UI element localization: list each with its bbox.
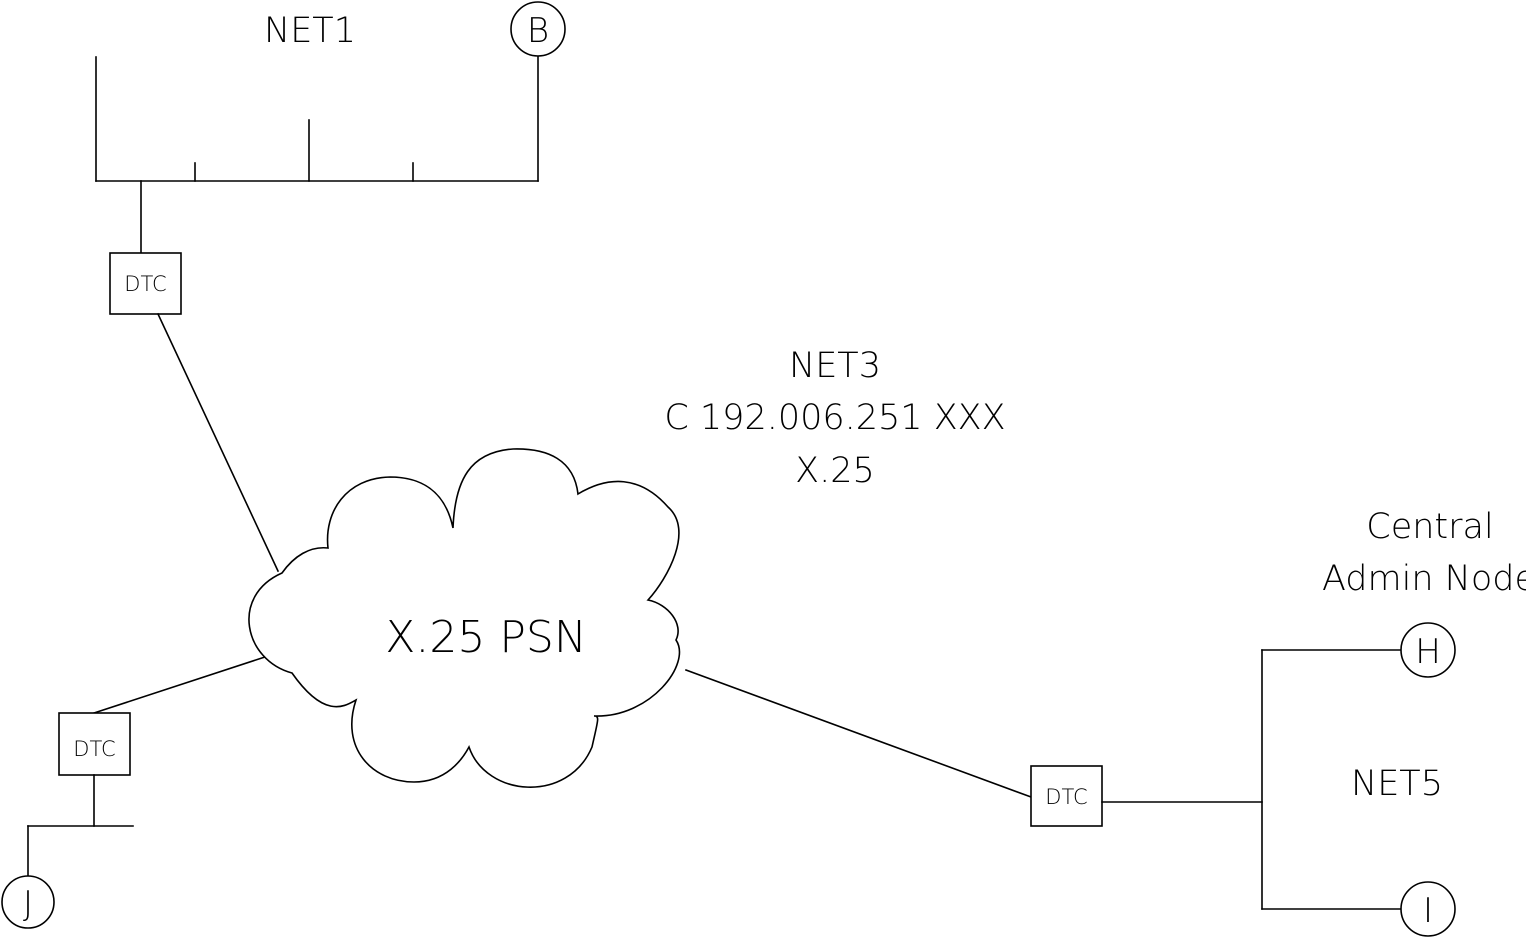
node-i-label: I: [1423, 891, 1433, 931]
dtc-net1: DTC: [109, 252, 182, 315]
net5-bus: [1101, 649, 1402, 910]
node-j-label: J: [23, 884, 33, 924]
central-admin-line2: Admin Node: [1322, 559, 1526, 599]
link-net1-cloud: [156, 312, 280, 573]
dtc-left-label: DTC: [73, 737, 115, 761]
net3-protocol: X.25: [795, 451, 875, 491]
dtc-right: DTC: [1030, 765, 1103, 827]
link-cloud-left-dtc: [92, 654, 270, 715]
net1-bus: [95, 55, 539, 254]
dtc-net1-label: DTC: [124, 272, 166, 296]
net5-label: NET5: [1351, 764, 1443, 804]
x25-psn-cloud: X.25 PSN: [248, 448, 681, 788]
dtc-left: DTC: [58, 712, 131, 776]
node-b-label: B: [527, 11, 549, 51]
node-b: B: [510, 1, 566, 57]
net3-label: NET3: [789, 346, 881, 386]
node-h-label: H: [1415, 632, 1441, 672]
net1-label: NET1: [264, 11, 356, 51]
central-admin-line1: Central: [1366, 507, 1493, 547]
net3-address: C 192.006.251 XXX: [664, 398, 1005, 438]
node-h: H: [1400, 622, 1456, 678]
link-cloud-right-dtc: [684, 668, 1033, 799]
node-j: J: [1, 875, 55, 929]
node-i: I: [1400, 881, 1456, 937]
left-bus: [27, 774, 134, 877]
dtc-right-label: DTC: [1045, 785, 1087, 809]
x25-psn-label: X.25 PSN: [385, 612, 586, 663]
